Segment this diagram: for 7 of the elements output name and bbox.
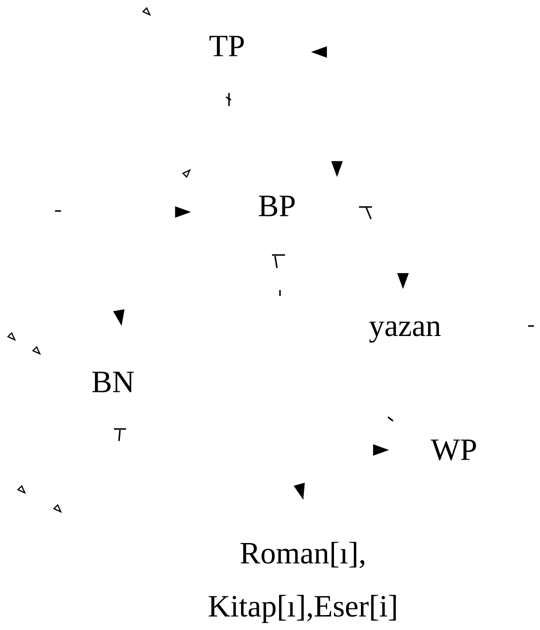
label-text: WP [430, 440, 476, 460]
label-text: BN [92, 372, 134, 392]
label-text: yazan [369, 321, 441, 343]
label-text: TP [209, 36, 244, 56]
label-text: Roman[ı], [240, 542, 364, 568]
label-text: BP [258, 196, 295, 216]
label-text: Kitap[ı],Eser[i] [208, 594, 396, 624]
